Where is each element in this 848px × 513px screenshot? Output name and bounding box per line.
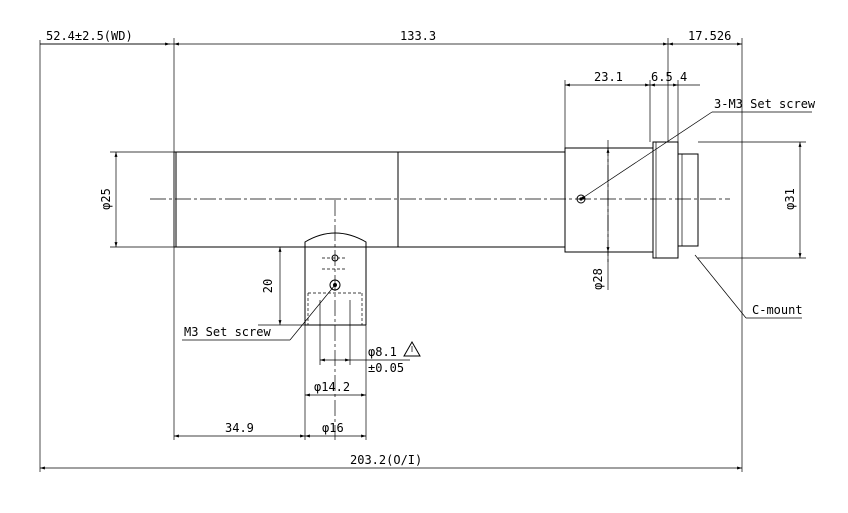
dim-phi-31: φ31 bbox=[783, 188, 797, 210]
dim-phi-14-2: φ14.2 bbox=[314, 380, 350, 394]
dim-203-2: 203.2(O/I) bbox=[350, 453, 422, 467]
callout-c-mount: C-mount bbox=[752, 303, 803, 317]
dimension-lines bbox=[40, 42, 802, 470]
callout-3-m3-set-screw: 3-M3 Set screw bbox=[714, 97, 816, 111]
dim-17-526: 17.526 bbox=[688, 29, 731, 43]
extension-lines bbox=[39, 38, 806, 472]
dim-phi-28: φ28 bbox=[591, 268, 605, 290]
illumination-port bbox=[304, 232, 367, 326]
dim-23-1: 23.1 bbox=[594, 70, 623, 84]
triangle-warning-icon bbox=[403, 340, 421, 357]
center-lines bbox=[150, 140, 730, 440]
dim-phi-25: φ25 bbox=[99, 188, 113, 210]
leader-lines bbox=[182, 111, 812, 341]
dim-phi-8-1: φ8.1 bbox=[368, 345, 397, 359]
dim-4: 4 bbox=[680, 70, 687, 84]
dim-phi-16: φ16 bbox=[322, 421, 344, 435]
dim-20: 20 bbox=[261, 279, 275, 293]
dim-wd: 52.4±2.5(WD) bbox=[46, 29, 133, 43]
lens-body bbox=[173, 141, 699, 259]
dim-34-9: 34.9 bbox=[225, 421, 254, 435]
callout-m3-set-screw: M3 Set screw bbox=[184, 325, 271, 339]
dim-133-3: 133.3 bbox=[400, 29, 436, 43]
dim-6-5: 6.5 bbox=[651, 70, 673, 84]
dim-tol-8-1: ±0.05 bbox=[368, 361, 404, 375]
